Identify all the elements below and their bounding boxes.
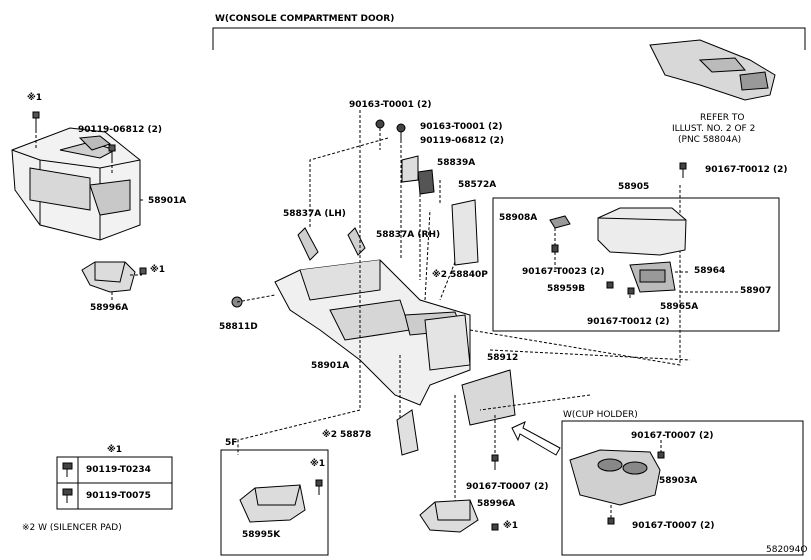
bracket-58996A-center (419, 499, 479, 533)
legend-title: ※1 (107, 445, 123, 455)
cup-holder-58903A (569, 449, 661, 506)
part-label-58901A-left: 58901A (148, 196, 187, 206)
legend-note: ※2 W (SILENCER PAD) (22, 523, 122, 533)
part-label-90167-T0023: 90167-T0023 (2) (522, 267, 605, 277)
center-console-illustration (274, 259, 471, 406)
pads-58837A (297, 227, 366, 261)
label-5F: 5F (225, 438, 238, 448)
part-label-58837A-LH: 58837A (LH) (283, 209, 346, 219)
screw-90167-T0007-center (491, 454, 499, 470)
part-label-90163-T0001-b: 90163-T0001 (2) (420, 122, 503, 132)
clip-58572A (417, 169, 435, 195)
header-bracket (212, 27, 806, 50)
bracket-58995K (239, 484, 306, 523)
part-label-58572A: 58572A (458, 180, 497, 190)
screw-90167-T0012-top (679, 162, 687, 178)
legend-row-1: 90119-T0234 (86, 465, 151, 475)
hinge-58964 (629, 261, 676, 293)
part-label-90119-06812-left: 90119-06812 (2) (78, 125, 162, 135)
clip-58908A (549, 215, 571, 229)
part-label-90163-T0001-a: 90163-T0001 (2) (349, 100, 432, 110)
mark-x2-58840P: ※2 (432, 270, 448, 280)
group-box-5F (220, 449, 329, 556)
refer-line-2: ILLUST. NO. 2 OF 2 (672, 124, 756, 134)
mark-x1-left-top: ※1 (27, 93, 43, 103)
part-label-58959B: 58959B (547, 284, 586, 294)
storage-box-58912 (424, 314, 516, 426)
mark-x1-5F: ※1 (310, 459, 326, 469)
refer-line-1: REFER TO (700, 113, 745, 123)
mark-x2-58878: ※2 (322, 430, 338, 440)
pad-58840P (451, 199, 479, 266)
part-label-58965A: 58965A (660, 302, 699, 312)
mark-x1-center-bracket: ※1 (503, 521, 519, 531)
part-label-58837A-RH: 58837A (RH) (376, 230, 441, 240)
part-label-58811D: 58811D (219, 322, 258, 332)
pad-58839A (401, 155, 419, 183)
part-label-90167-T0007-cup-1: 90167-T0007 (2) (631, 431, 714, 441)
part-label-58908A: 58908A (499, 213, 538, 223)
left-screw-icons (32, 111, 116, 160)
arrow-icon (511, 421, 561, 456)
part-label-58903A: 58903A (659, 476, 698, 486)
part-label-58878: 58878 (340, 430, 372, 440)
part-label-58905: 58905 (618, 182, 650, 192)
part-label-58907: 58907 (740, 286, 772, 296)
diagram-code: 582094O (766, 545, 808, 555)
lid-58905 (597, 207, 687, 256)
reference-console-illustration (649, 39, 776, 101)
refer-line-3: (PNC 58804A) (678, 135, 742, 145)
header-title: W(CONSOLE COMPARTMENT DOOR) (215, 14, 395, 24)
part-label-90167-T0007-cup-2: 90167-T0007 (2) (632, 521, 715, 531)
part-label-58995K: 58995K (242, 530, 281, 540)
part-label-58839A: 58839A (437, 158, 476, 168)
part-label-58912: 58912 (487, 353, 519, 363)
legend-table-lines (56, 456, 173, 510)
label-cup-holder: W(CUP HOLDER) (563, 410, 638, 420)
part-label-58901A-center: 58901A (311, 361, 350, 371)
part-label-58996A-center: 58996A (477, 499, 516, 509)
part-label-90167-T0012-top: 90167-T0012 (2) (705, 165, 788, 175)
part-label-90167-T0007-center: 90167-T0007 (2) (466, 482, 549, 492)
part-label-90119-06812-center: 90119-06812 (2) (420, 136, 504, 146)
bracket-58996A-left (81, 261, 136, 293)
left-console-illustration (11, 127, 141, 241)
part-label-58964: 58964 (694, 266, 726, 276)
group-box-58905 (492, 197, 780, 332)
part-label-90167-T0012-box: 90167-T0012 (2) (587, 317, 670, 327)
mark-x1-left-bracket: ※1 (150, 265, 166, 275)
legend-row-2: 90119-T0075 (86, 491, 151, 501)
part-label-58840P: 58840P (450, 270, 488, 280)
pad-58878 (396, 409, 419, 456)
part-label-58996A-left: 58996A (90, 303, 129, 313)
group-box-cup-holder (561, 420, 804, 556)
